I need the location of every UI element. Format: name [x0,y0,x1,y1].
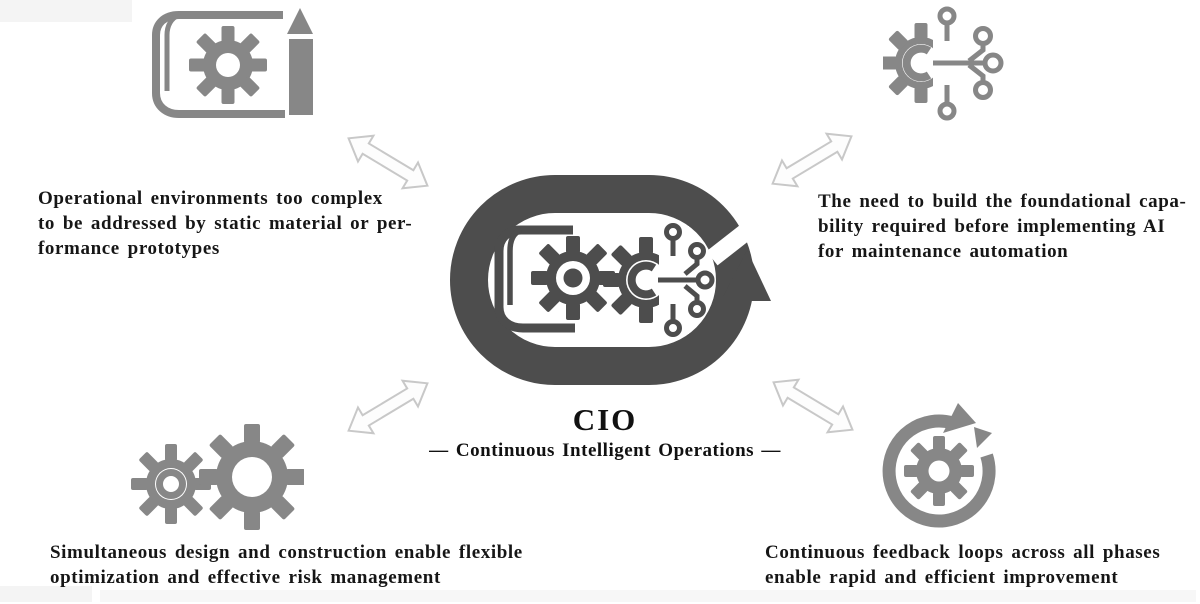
cio-loop-gears-circuit-logo [433,168,773,393]
caption-top-right: The need to build the foundational capa-… [818,189,1186,264]
text-line: formance prototypes [38,238,220,259]
background-smudge [0,0,132,22]
text-line: optimization and effective risk manageme… [50,567,441,588]
background-smudge [0,586,92,602]
cio-acronym: CIO [572,402,638,437]
ai-gear-circuit-icon [883,3,1013,123]
caption-bottom-left: Simultaneous design and construction ena… [50,540,523,590]
text-line: bility required before implementing AI [818,216,1166,237]
double-arrow-bottom-right [762,364,865,448]
background-smudge [100,590,1196,602]
double-arrow-top-right [761,118,864,202]
caption-bottom-right: Continuous feedback loops across all pha… [765,540,1160,590]
text-line: Simultaneous design and construction ena… [50,542,523,563]
text-line: to be addressed by static material or pe… [38,213,413,234]
gear-cycle-arrow-icon [872,401,1007,531]
text-line: enable rapid and efficient improvement [765,567,1119,588]
text-line: Operational environments too complex [38,188,383,209]
text-line: Continuous feedback loops across all pha… [765,542,1161,563]
double-arrow-bottom-left [337,365,440,449]
blueprint-gear-pencil-icon [133,2,318,122]
caption-top-left: Operational environments too complex to … [38,186,412,261]
text-line: The need to build the foundational capa- [818,191,1187,212]
double-gears-icon [124,424,304,536]
cio-subtitle: — Continuous Intelligent Operations — [429,440,781,461]
double-arrow-top-left [337,120,440,204]
text-line: for maintenance automation [818,241,1069,262]
